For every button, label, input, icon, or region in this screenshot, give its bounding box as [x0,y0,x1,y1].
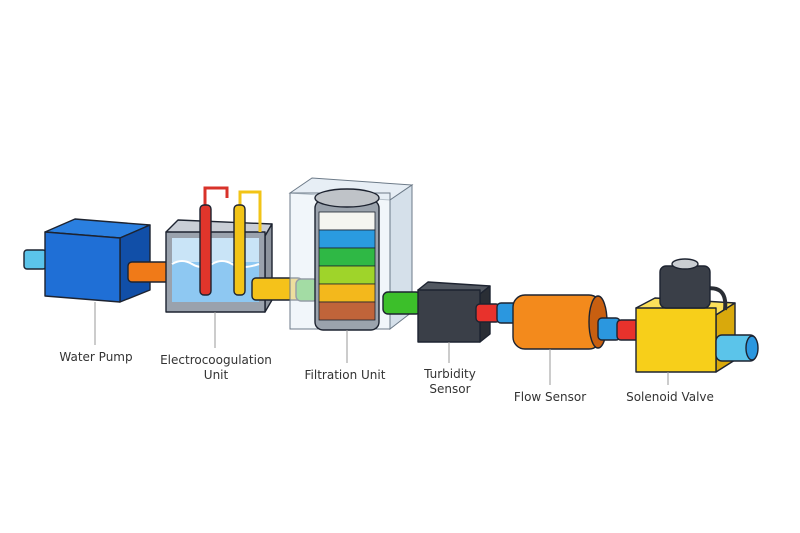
water-pump [23,218,151,303]
pump-inlet-pipe [23,249,47,270]
pipe-pump-to-ec [127,261,171,283]
filtration-unit [288,177,414,331]
label-solenoid-valve: Solenoid Valve [626,390,714,404]
red-electrode [199,204,212,296]
solenoid-coil [659,265,711,309]
label-flow-sensor: Flow Sensor [514,390,586,404]
filter-layer [318,229,376,249]
label-filtration-unit: Filtration Unit [305,368,386,382]
yellow-electrode [233,204,246,296]
solenoid-valve [635,258,759,373]
flow-sensor [512,294,608,350]
filter-layer [318,265,376,285]
filter-layer [318,301,376,321]
filter-layer [318,211,376,231]
filter-layer [318,283,376,303]
filter-layer [318,247,376,267]
pipe-filter-to-turbidity [382,291,422,315]
label-water-pump: Water Pump [59,350,132,364]
electrocoagulation-unit [165,186,273,313]
